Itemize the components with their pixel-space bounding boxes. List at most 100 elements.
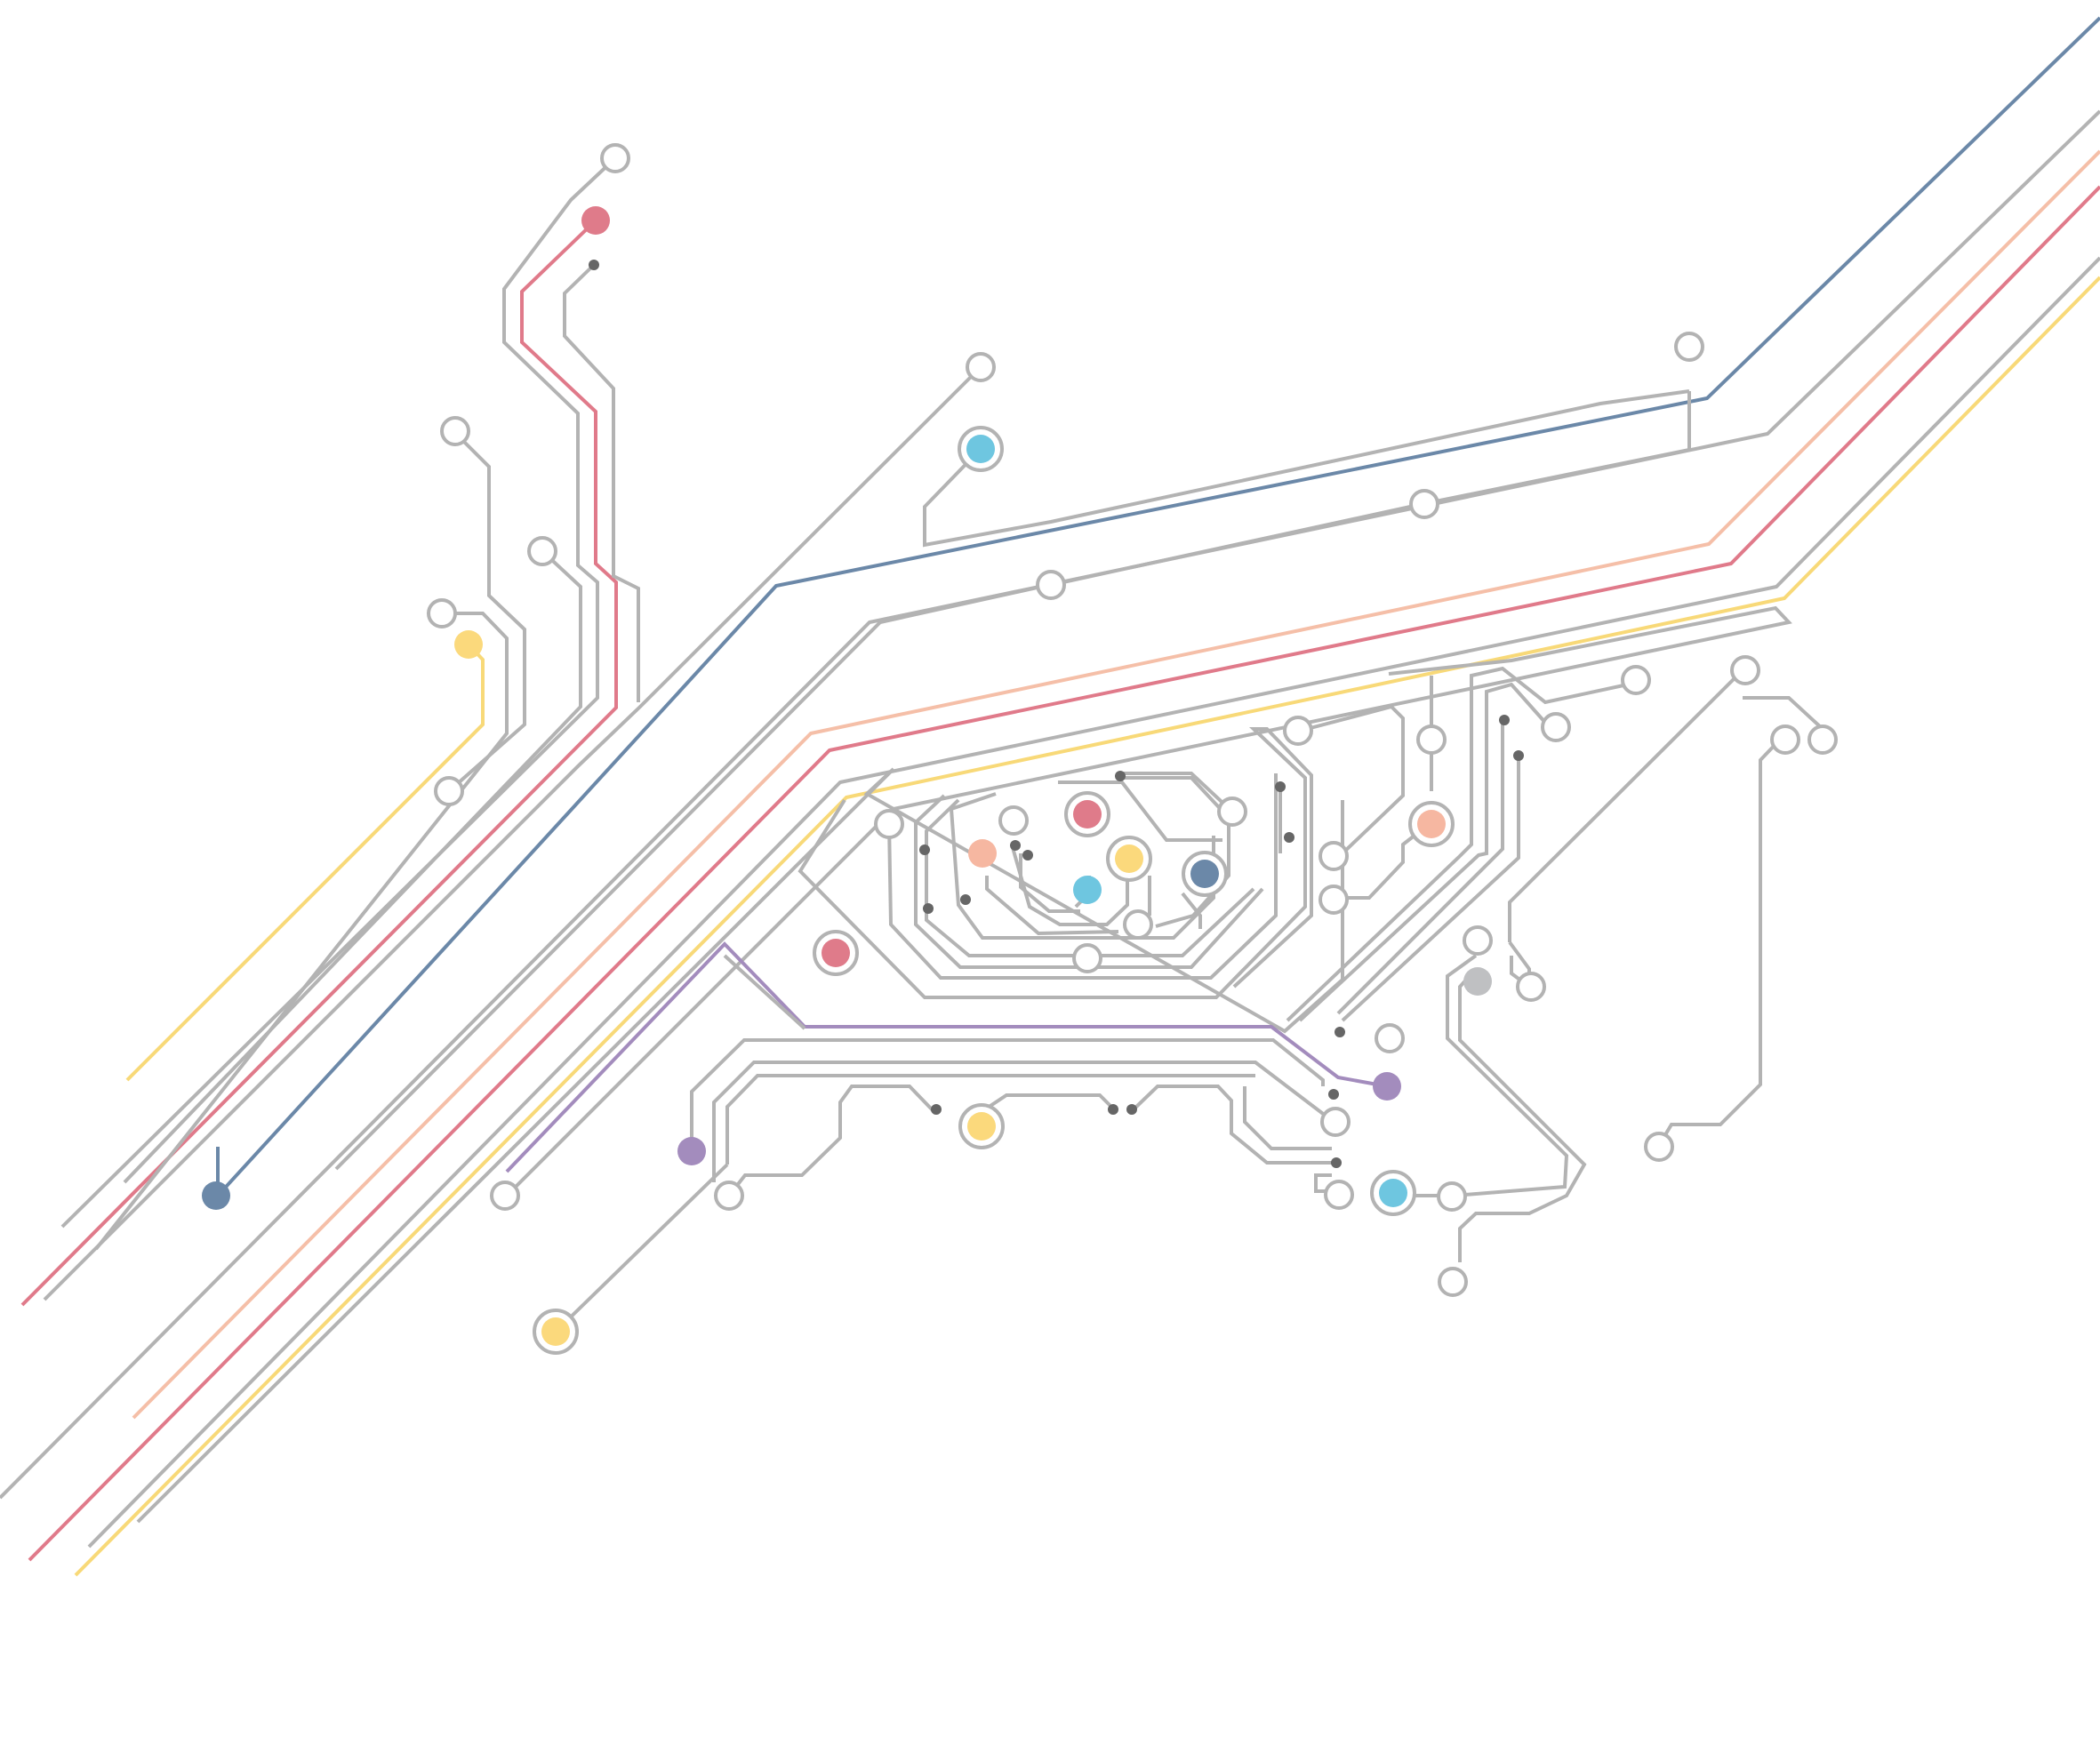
pad xyxy=(1770,724,1800,755)
trace-gray xyxy=(923,389,1690,548)
trace-gray xyxy=(1050,391,1691,587)
pad-blue xyxy=(1190,860,1219,888)
vias xyxy=(589,260,1524,1168)
colored-pads xyxy=(202,206,1492,1355)
pad xyxy=(1375,1023,1405,1053)
trace-gray xyxy=(985,876,1119,936)
pad-blue xyxy=(202,1181,230,1210)
pad-red xyxy=(581,206,610,235)
trace-gray xyxy=(1341,756,1520,1022)
trace-gray xyxy=(1243,1086,1332,1150)
via xyxy=(923,903,934,914)
pad-red xyxy=(822,939,850,967)
pad-purple xyxy=(677,1137,706,1165)
trace-red xyxy=(28,185,2100,1562)
via xyxy=(1328,1089,1339,1100)
pad xyxy=(1320,1107,1351,1137)
trace-gray xyxy=(1010,844,1129,926)
trace-gray xyxy=(1181,892,1202,929)
via xyxy=(1022,850,1033,860)
pad-gray xyxy=(1463,967,1492,996)
middle-traces xyxy=(334,391,1792,1197)
trace-gray xyxy=(1019,853,1080,913)
pad-cyan xyxy=(1379,1179,1407,1207)
pad-cyan xyxy=(966,435,995,463)
via xyxy=(1335,1027,1345,1037)
trace-red xyxy=(20,219,618,1307)
pad-yellow xyxy=(541,1317,570,1346)
via xyxy=(1115,771,1126,781)
pad-peach xyxy=(1417,810,1446,838)
central-cluster xyxy=(798,666,1746,1022)
trace-gray xyxy=(1743,696,1824,731)
via xyxy=(960,894,971,905)
via xyxy=(1108,1104,1118,1115)
pad xyxy=(998,805,1029,836)
trace-purple xyxy=(505,941,1388,1173)
pad-peach xyxy=(968,839,997,868)
pad xyxy=(1437,1181,1467,1212)
pad-yellow xyxy=(967,1112,996,1141)
via xyxy=(1126,1104,1137,1115)
trace-gray xyxy=(1286,666,1637,1022)
trace-gray xyxy=(690,1038,1325,1142)
trace-gray xyxy=(1336,720,1504,1015)
via xyxy=(1284,832,1294,843)
pad xyxy=(1674,332,1704,362)
trace-gray xyxy=(123,549,582,1184)
pad xyxy=(1516,972,1546,1002)
via xyxy=(1275,781,1286,792)
pad xyxy=(1438,1267,1468,1297)
pad xyxy=(966,352,996,382)
trace-yellow xyxy=(74,276,2100,1577)
trace-gray xyxy=(1298,682,1549,1022)
via xyxy=(1513,750,1524,761)
pad xyxy=(1621,665,1651,695)
trace-gray xyxy=(949,792,1215,940)
trace-gray xyxy=(1118,776,1230,928)
trace-gray xyxy=(1132,1085,1332,1165)
trace-gray xyxy=(563,263,640,702)
pad-purple xyxy=(1373,1072,1401,1101)
pad xyxy=(1416,724,1447,755)
via xyxy=(1499,715,1510,725)
pad xyxy=(490,1181,520,1211)
lower-traces xyxy=(554,696,1824,1333)
trace-gray xyxy=(712,1061,1335,1182)
main-bus-traces xyxy=(0,16,2100,1577)
pad xyxy=(427,598,457,628)
via xyxy=(589,260,599,270)
pad xyxy=(1123,909,1153,940)
pad xyxy=(434,776,464,806)
trace-gray xyxy=(798,727,1313,999)
pad xyxy=(1319,841,1349,871)
trace-gray xyxy=(725,1074,1255,1165)
trace-gray xyxy=(94,612,509,1251)
pad xyxy=(874,809,904,839)
hollow-pads xyxy=(427,143,1838,1297)
pad xyxy=(1072,943,1102,973)
trace-gray xyxy=(723,954,806,1030)
trace-gray xyxy=(914,794,1264,969)
trace-gray xyxy=(43,365,982,1301)
pad-cyan xyxy=(1073,876,1102,904)
trace-blue xyxy=(216,16,2100,1201)
trace-gray xyxy=(1458,967,1587,1262)
trace-peach xyxy=(132,149,2100,1420)
pad xyxy=(1217,796,1247,827)
pad xyxy=(1036,570,1066,600)
pad xyxy=(1730,655,1760,685)
trace-gray xyxy=(334,583,1050,1171)
trace-gray xyxy=(727,1085,935,1197)
pad xyxy=(1463,925,1493,956)
trace-gray xyxy=(87,256,2100,1549)
pad xyxy=(527,536,557,566)
pad xyxy=(440,416,470,446)
trace-gray xyxy=(925,798,1255,957)
trace-gray xyxy=(60,156,617,1229)
trace-gray xyxy=(505,605,1792,1197)
pad-yellow xyxy=(1115,844,1143,873)
via xyxy=(931,1104,942,1115)
pad xyxy=(1319,885,1349,915)
